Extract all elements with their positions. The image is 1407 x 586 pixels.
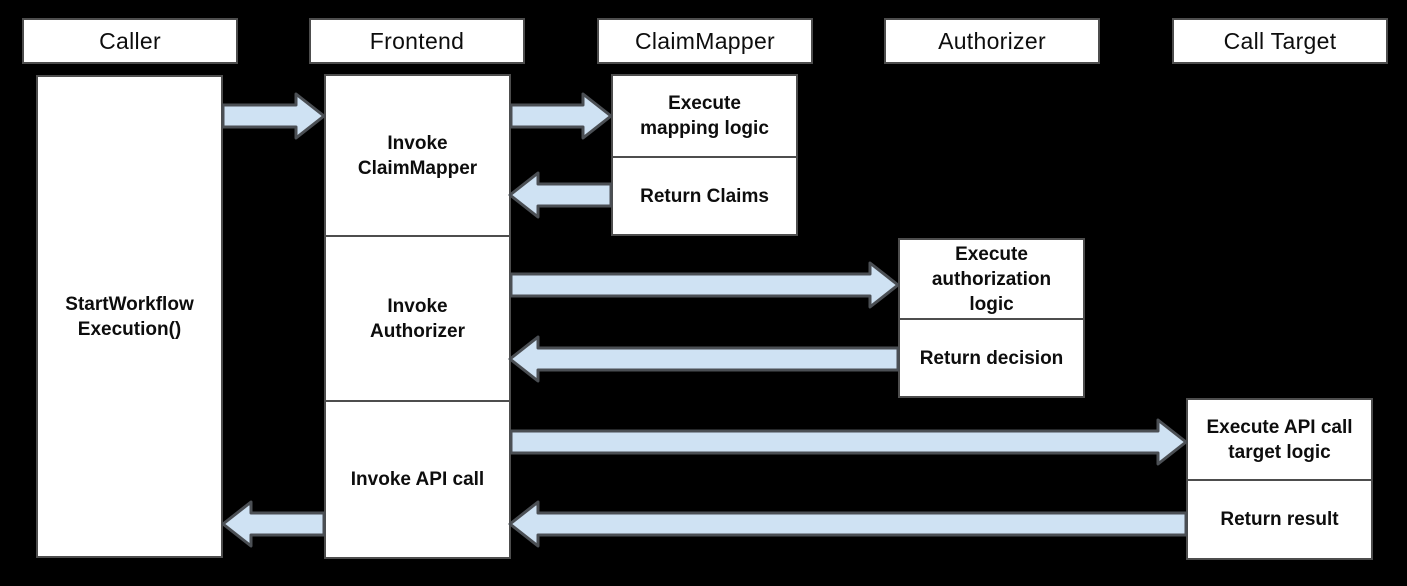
arrow-caller-to-frontend: [221, 92, 326, 140]
actor-label: Frontend: [369, 27, 465, 54]
step-invoke-api-call: Invoke API call: [326, 400, 509, 557]
arrow-frontend-to-claimmapper: [509, 92, 613, 140]
arrow-claimmapper-to-frontend: [508, 171, 613, 219]
arrow-frontend-to-caller: [221, 500, 326, 548]
arrow-authorizer-to-frontend: [508, 335, 900, 383]
step-invoke-authorizer: Invoke Authorizer: [326, 235, 509, 400]
step-execute-mapping-logic: Execute mapping logic: [640, 93, 769, 139]
step-execute-api-call-target-logic: Execute API call target logic: [1206, 416, 1353, 463]
actor-header-authorizer: Authorizer: [884, 18, 1100, 64]
activation-authorizer: Execute authorization logic Return decis…: [898, 238, 1085, 398]
actor-label: Caller: [99, 27, 161, 54]
activation-frontend: Invoke ClaimMapper Invoke Authorizer Inv…: [324, 74, 511, 559]
step-return-result: Return result: [1188, 479, 1371, 558]
arrow-frontend-to-authorizer: [509, 261, 900, 309]
arrow-frontend-to-calltarget: [509, 418, 1188, 466]
actor-header-caller: Caller: [22, 18, 238, 64]
step-invoke-claimmapper: Invoke ClaimMapper: [357, 132, 478, 179]
step-startworkflow-execution: StartWorkflow Execution(): [65, 293, 194, 340]
step-return-decision: Return decision: [900, 318, 1083, 396]
actor-header-frontend: Frontend: [309, 18, 525, 64]
step-return-claims: Return Claims: [613, 156, 796, 234]
arrow-calltarget-to-frontend: [508, 500, 1188, 548]
actor-label: Authorizer: [938, 27, 1046, 54]
step-execute-authorization-logic: Execute authorization logic: [931, 243, 1052, 315]
activation-caller: StartWorkflow Execution(): [36, 75, 223, 558]
actor-label: ClaimMapper: [634, 27, 776, 54]
actor-label: Call Target: [1223, 27, 1337, 54]
activation-claimmapper: Execute mapping logic Return Claims: [611, 74, 798, 236]
activation-calltarget: Execute API call target logic Return res…: [1186, 398, 1373, 560]
actor-header-claimmapper: ClaimMapper: [597, 18, 813, 64]
actor-header-calltarget: Call Target: [1172, 18, 1388, 64]
